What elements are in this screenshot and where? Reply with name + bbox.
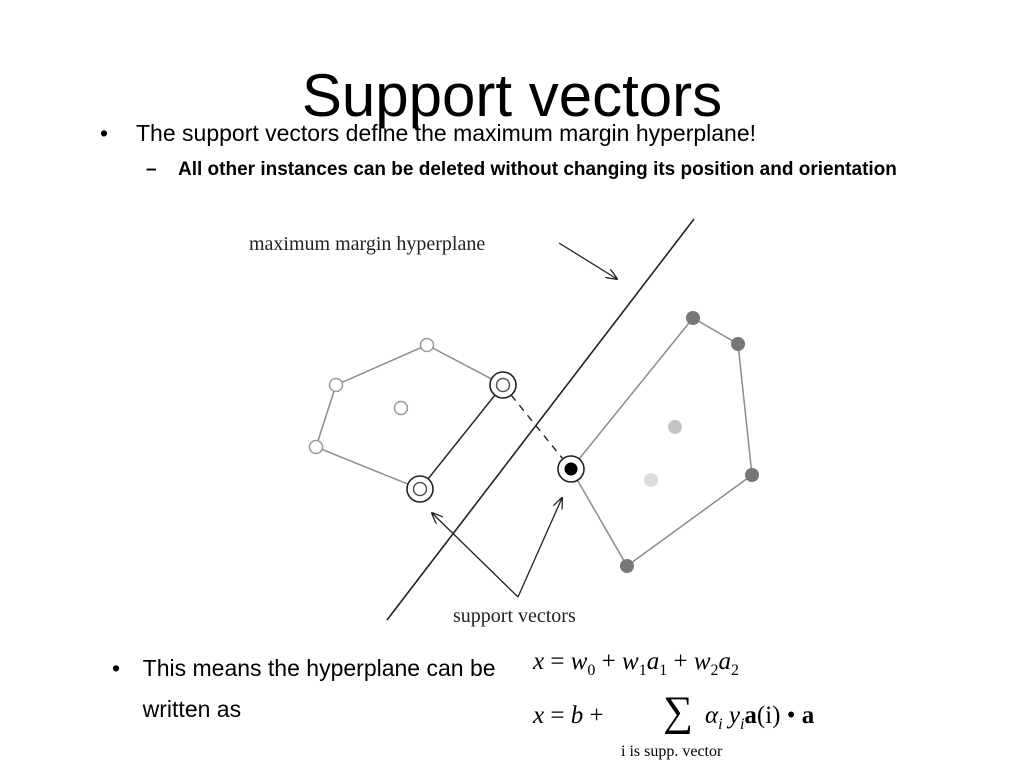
equation-support-vectors: x = b + ∑ αi yia(i) • a <box>533 689 815 735</box>
dash-marker: – <box>146 159 157 180</box>
hyperplane-arrow <box>558 242 617 279</box>
open-point <box>308 439 324 455</box>
left-margin-line <box>419 384 504 490</box>
support-vector-point <box>412 481 428 497</box>
summation-symbol: ∑ <box>663 689 693 735</box>
filled-point <box>686 311 700 325</box>
sub-bullet-text: All other instances can be deleted witho… <box>178 159 897 180</box>
margin-dashed-line <box>502 384 572 470</box>
support-vector-point <box>495 377 511 393</box>
filled-point <box>745 468 759 482</box>
filled-point <box>731 337 745 351</box>
support-arrow-right <box>517 498 562 598</box>
left-hull <box>315 344 505 490</box>
sub-bullet-1: – All other instances can be deleted wit… <box>146 156 936 183</box>
open-point <box>419 337 435 353</box>
filled-point <box>620 559 634 573</box>
bullet-marker: • <box>100 120 109 146</box>
light-point <box>644 473 658 487</box>
open-point <box>328 377 344 393</box>
summation-subscript: i is supp. vector <box>621 743 723 760</box>
right-hull <box>570 317 753 568</box>
bullet-text: The support vectors define the maximum m… <box>136 120 757 146</box>
equation-linear: x = w0 + w1a1 + w2a2 <box>533 648 739 679</box>
open-point <box>393 400 409 416</box>
bullet-marker: • <box>112 655 121 681</box>
support-vectors-label: support vectors <box>453 605 576 627</box>
support-vector-point <box>564 462 578 476</box>
slide-title: Support vectors <box>301 62 723 129</box>
bullet-1: • The support vectors define the maximum… <box>100 118 756 148</box>
bullet-2: • This means the hyperplane can be writt… <box>112 648 512 730</box>
light-point <box>668 420 682 434</box>
hyperplane-line <box>386 218 695 621</box>
hyperplane-label: maximum margin hyperplane <box>249 233 485 255</box>
bullet-text: This means the hyperplane can be written… <box>142 655 496 722</box>
support-arrow-left <box>432 513 519 598</box>
